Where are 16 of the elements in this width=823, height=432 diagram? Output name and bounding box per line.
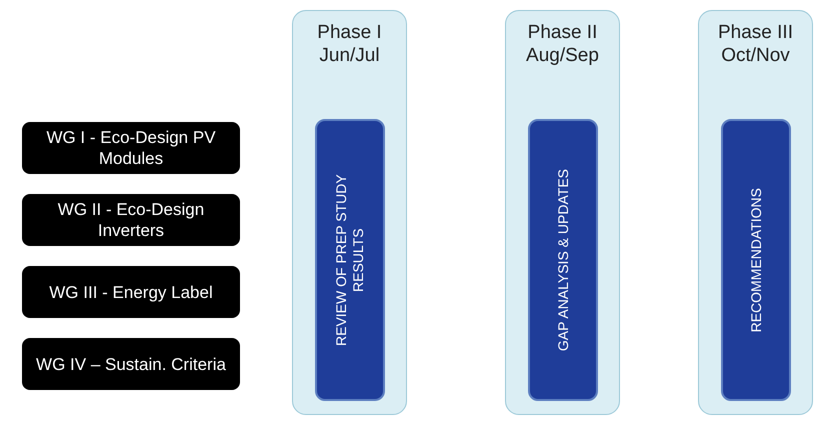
- phase-column: [292, 10, 407, 415]
- task-label: GAP ANALYSIS & UPDATES: [554, 168, 572, 352]
- task-box: [721, 119, 791, 401]
- phase-column: [698, 10, 813, 415]
- group-label-box: WG I - Eco-Design PV Modules: [22, 122, 240, 174]
- group-label-box: WG IV – Sustain. Criteria: [22, 338, 240, 390]
- task-label: REVIEW OF PREP STUDY RESULTS: [333, 173, 367, 348]
- task-box: [315, 119, 385, 401]
- phase-heading: Phase II Aug/Sep: [525, 21, 600, 67]
- phase-heading: Phase III Oct/Nov: [717, 21, 794, 67]
- phase-heading: Phase I Jun/Jul: [316, 21, 383, 67]
- group-label-box: WG III - Energy Label: [22, 266, 240, 318]
- task-box: [528, 119, 598, 401]
- task-label: RECOMMENDATIONS: [748, 188, 764, 332]
- group-label-box: WG II - Eco-Design Inverters: [22, 194, 240, 246]
- phase-column: [505, 10, 620, 415]
